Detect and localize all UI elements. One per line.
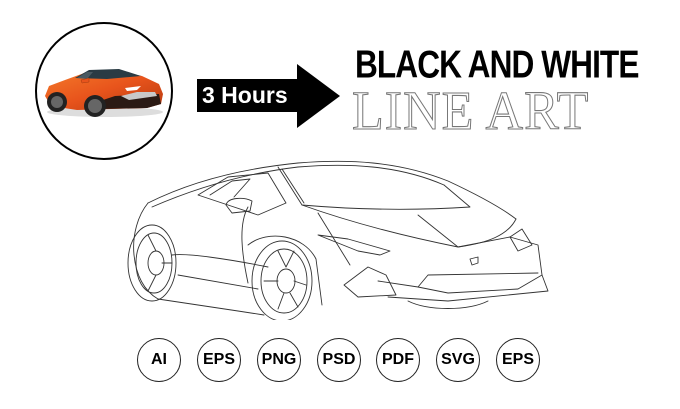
arrow-right-icon xyxy=(297,64,340,128)
car-photo-circle xyxy=(35,22,173,160)
duration-label: 3 Hours xyxy=(202,82,288,108)
sports-car-line-art-icon xyxy=(127,160,549,320)
arrow-body xyxy=(197,79,298,112)
title-line-art: LINE ART xyxy=(351,81,590,142)
format-badge-psd: PSD xyxy=(317,338,361,382)
title-black-and-white: BLACK AND WHITE xyxy=(355,42,639,87)
format-badge-eps-2: EPS xyxy=(496,338,540,382)
format-badge-pdf: PDF xyxy=(376,338,420,382)
format-badge-eps: EPS xyxy=(197,338,241,382)
format-badge-png: PNG xyxy=(257,338,301,382)
orange-sports-car-photo-icon xyxy=(45,69,163,117)
file-format-list: AI EPS PNG PSD PDF SVG EPS xyxy=(136,338,546,384)
car-line-art xyxy=(118,155,558,320)
format-badge-ai: AI xyxy=(137,338,181,382)
format-badge-svg: SVG xyxy=(436,338,480,382)
